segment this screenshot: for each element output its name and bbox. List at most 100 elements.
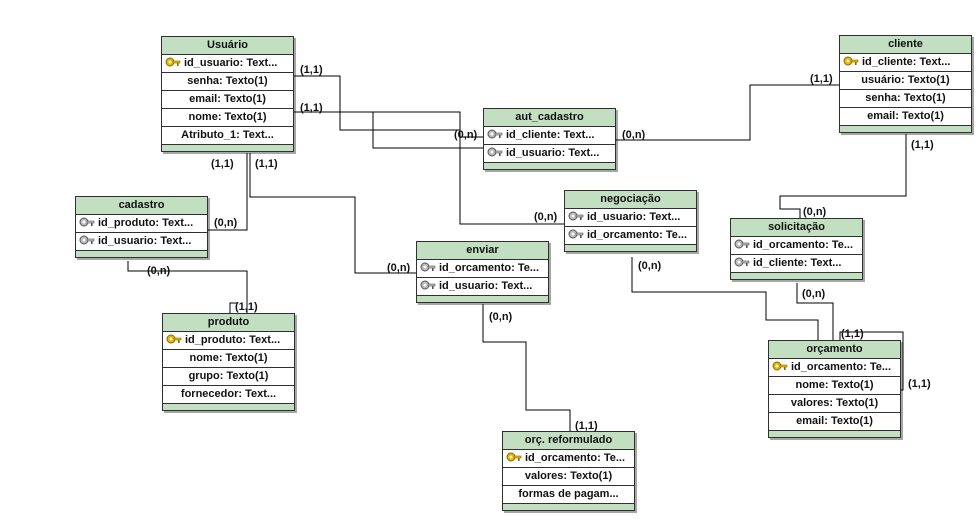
- foreign-key-icon: [734, 238, 750, 252]
- attribute-row[interactable]: email: Texto(1): [162, 91, 293, 109]
- attribute-text: id_usuario: Text...: [439, 280, 533, 292]
- attribute-row[interactable]: id_usuario: Text...: [76, 233, 207, 251]
- attribute-text: id_orcamento: Te...: [587, 229, 688, 241]
- link-usuario-aut-lower: [372, 112, 484, 149]
- primary-key-icon: [506, 451, 522, 465]
- entity-title: orç. reformulado: [503, 432, 634, 450]
- attribute-text: nome: Texto(1): [795, 379, 874, 391]
- link-usuario-cadastro: [207, 153, 248, 231]
- attribute-row[interactable]: id_produto: Text...: [76, 215, 207, 233]
- attribute-row[interactable]: id_orcamento: Te...: [503, 450, 634, 468]
- attribute-row[interactable]: usuário: Texto(1): [840, 72, 971, 90]
- attribute-row[interactable]: id_orcamento: Te...: [565, 227, 696, 245]
- foreign-key-icon: [420, 261, 436, 275]
- attribute-text: formas de pagam...: [518, 488, 619, 500]
- attribute-row[interactable]: id_cliente: Text...: [731, 255, 862, 273]
- attribute-text: id_usuario: Text...: [98, 235, 192, 247]
- attribute-row[interactable]: id_usuario: Text...: [565, 209, 696, 227]
- foreign-key-icon: [734, 256, 750, 270]
- cardinality-label: (1,1): [300, 64, 323, 76]
- attribute-row[interactable]: id_usuario: Text...: [417, 278, 548, 296]
- attribute-text: senha: Texto(1): [187, 75, 268, 87]
- attribute-row[interactable]: id_orcamento: Te...: [417, 260, 548, 278]
- primary-key-icon: [165, 56, 181, 70]
- link-usuario-enviar: [249, 153, 416, 274]
- attribute-text: id_cliente: Text...: [862, 56, 951, 68]
- attribute-text: senha: Texto(1): [865, 92, 946, 104]
- entity-orc-reformulado[interactable]: orç. reformulado id_orcamento: Te... valor…: [502, 431, 635, 511]
- attribute-text: email: Texto(1): [867, 110, 944, 122]
- foreign-key-icon: [568, 210, 584, 224]
- attribute-row[interactable]: valores: Texto(1): [769, 395, 900, 413]
- cardinality-label: (0,n): [387, 262, 411, 274]
- primary-key-icon: [843, 55, 859, 69]
- entity-footer: [484, 163, 615, 169]
- entity-title: Usuário: [162, 37, 293, 55]
- attribute-text: email: Texto(1): [796, 415, 873, 427]
- primary-key-icon: [166, 333, 182, 347]
- attribute-row[interactable]: senha: Texto(1): [162, 73, 293, 91]
- cardinality-label: (0,n): [802, 288, 826, 300]
- foreign-key-icon: [487, 128, 503, 142]
- attribute-row[interactable]: email: Texto(1): [840, 108, 971, 126]
- attribute-row[interactable]: email: Texto(1): [769, 413, 900, 431]
- cardinality-label: (1,1): [255, 158, 278, 170]
- entity-footer: [76, 251, 207, 257]
- attribute-row[interactable]: id_produto: Text...: [163, 332, 294, 350]
- entity-footer: [769, 431, 900, 437]
- cardinality-label: (0,n): [803, 206, 827, 218]
- cardinality-label: (0,n): [214, 217, 238, 229]
- attribute-row[interactable]: valores: Texto(1): [503, 468, 634, 486]
- attribute-text: email: Texto(1): [189, 93, 266, 105]
- entity-footer: [163, 404, 294, 410]
- attribute-text: id_cliente: Text...: [753, 257, 842, 269]
- attribute-text: id_orcamento: Te...: [753, 239, 854, 251]
- attribute-text: nome: Texto(1): [188, 111, 267, 123]
- attribute-row[interactable]: Atributo_1: Text...: [162, 127, 293, 145]
- link-cliente-solicitacao: [779, 134, 907, 218]
- attribute-row[interactable]: id_cliente: Text...: [484, 127, 615, 145]
- entity-title: produto: [163, 314, 294, 332]
- attribute-row[interactable]: nome: Texto(1): [163, 350, 294, 368]
- link-solicitacao-orcamento: [796, 283, 834, 340]
- attribute-row[interactable]: id_cliente: Text...: [840, 54, 971, 72]
- link-negociacao-orcamento: [631, 257, 819, 340]
- cardinality-label: (0,n): [534, 211, 558, 223]
- cardinality-label: (1,1): [235, 301, 258, 313]
- attribute-row[interactable]: fornecedor: Text...: [163, 386, 294, 404]
- attribute-text: grupo: Texto(1): [188, 370, 269, 382]
- link-cadastro-produto: [127, 261, 248, 313]
- link-orcamento-self: [839, 331, 904, 391]
- entity-footer: [565, 245, 696, 251]
- attribute-row[interactable]: id_orcamento: Te...: [731, 237, 862, 255]
- attribute-text: id_orcamento: Te...: [525, 452, 626, 464]
- entity-footer: [162, 145, 293, 151]
- link-aut-cliente: [616, 84, 839, 141]
- attribute-row[interactable]: senha: Texto(1): [840, 90, 971, 108]
- attribute-text: Atributo_1: Text...: [181, 129, 274, 141]
- cardinality-label: (1,1): [810, 73, 833, 85]
- attribute-text: id_usuario: Text...: [506, 147, 600, 159]
- attribute-row[interactable]: id_usuario: Text...: [162, 55, 293, 73]
- attribute-row[interactable]: nome: Texto(1): [769, 377, 900, 395]
- attribute-row[interactable]: nome: Texto(1): [162, 109, 293, 127]
- cardinality-label: (1,1): [211, 158, 234, 170]
- attribute-row[interactable]: grupo: Texto(1): [163, 368, 294, 386]
- attribute-row[interactable]: id_orcamento: Te...: [769, 359, 900, 377]
- attribute-row[interactable]: formas de pagam...: [503, 486, 634, 504]
- cardinality-label: (0,n): [622, 129, 646, 141]
- attribute-row[interactable]: id_usuario: Text...: [484, 145, 615, 163]
- attribute-text: valores: Texto(1): [524, 470, 613, 482]
- cardinality-label: (1,1): [908, 378, 931, 390]
